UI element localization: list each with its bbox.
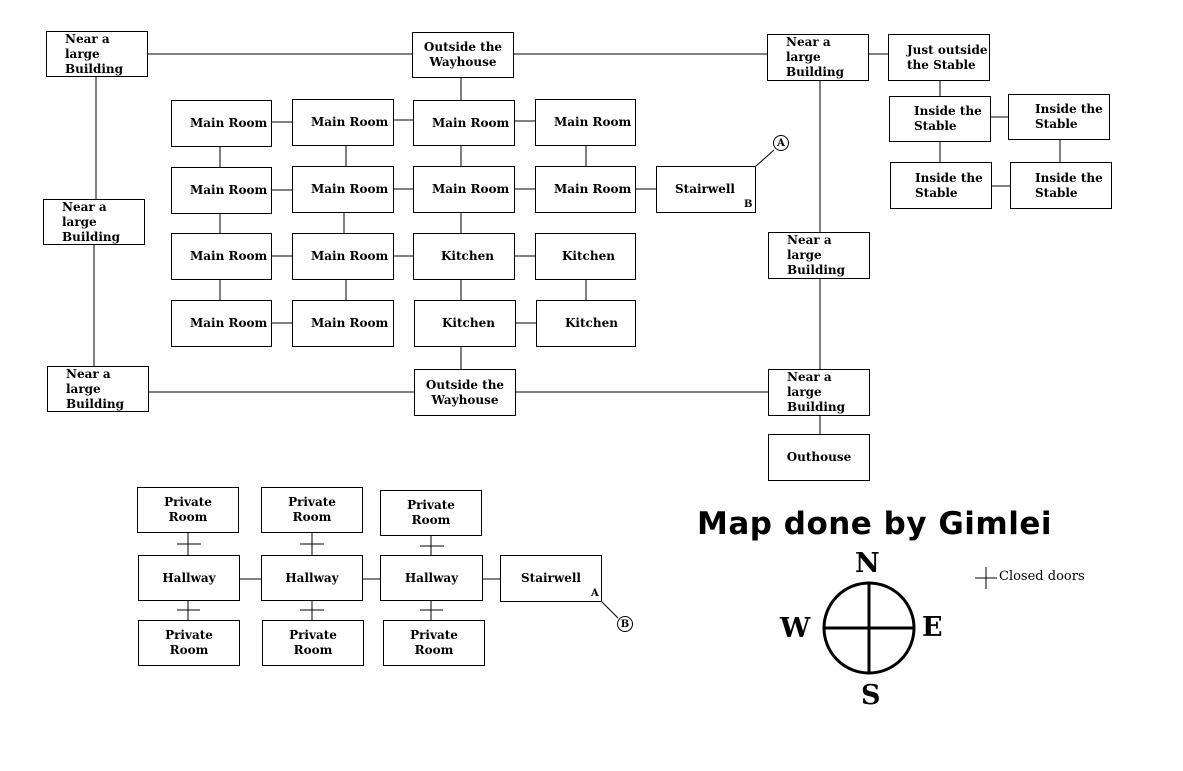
marker-label: B (620, 618, 630, 630)
room-label: Kitchen (441, 249, 494, 263)
room-private-room: Private Room (138, 620, 240, 666)
room-private-room: Private Room (380, 490, 482, 536)
room-label: Stairwell (521, 571, 581, 585)
room-inside-stable: Inside the Stable (1008, 94, 1110, 140)
room-label: Outside the Wayhouse (425, 377, 505, 407)
room-near-large-building-nw: Near a large Building (46, 31, 148, 77)
room-label: Inside the Stable (1035, 170, 1103, 200)
room-main-room: Main Room (535, 99, 636, 146)
room-hallway: Hallway (138, 555, 240, 601)
room-main-room: Main Room (292, 99, 394, 146)
room-inside-stable: Inside the Stable (889, 96, 991, 142)
room-label: Near a large Building (786, 35, 845, 79)
room-private-room: Private Room (262, 620, 364, 666)
room-hallway: Hallway (261, 555, 363, 601)
compass-south: S (861, 680, 881, 711)
room-label: Main Room (554, 115, 632, 129)
room-label: Main Room (190, 116, 268, 130)
room-outside-wayhouse-north: Outside the Wayhouse (412, 32, 514, 78)
room-label: Near a large Building (787, 233, 846, 277)
room-label: Near a large Building (62, 199, 121, 244)
compass-east: E (922, 612, 943, 643)
room-kitchen: Kitchen (414, 300, 516, 347)
stair-link-marker: B (617, 616, 633, 632)
room-near-large-building-w: Near a large Building (43, 199, 145, 245)
room-label: Main Room (432, 182, 510, 196)
stairwell-corner-marker: B (744, 199, 753, 210)
room-label: Hallway (404, 570, 459, 585)
room-kitchen: Kitchen (535, 233, 636, 280)
room-private-room: Private Room (383, 620, 485, 666)
room-label: Just outside the Stable (907, 42, 988, 72)
room-label: Stairwell (675, 182, 735, 196)
room-label: Kitchen (565, 316, 618, 330)
room-label: Kitchen (442, 316, 495, 330)
room-label: Private Room (164, 495, 212, 524)
room-stairwell-upper: Stairwell (500, 555, 602, 602)
room-main-room: Main Room (171, 233, 272, 280)
room-main-room: Main Room (292, 166, 394, 213)
room-private-room: Private Room (137, 487, 239, 533)
room-private-room: Private Room (261, 487, 363, 533)
room-outhouse: Outhouse (768, 434, 870, 481)
room-main-room: Main Room (171, 300, 272, 347)
room-label: Near a large Building (65, 31, 124, 76)
room-label: Private Room (407, 498, 455, 527)
room-label: Inside the Stable (914, 104, 982, 133)
room-label: Outside the Wayhouse (423, 40, 503, 69)
room-label: Main Room (190, 316, 268, 330)
room-just-outside-stable: Just outside the Stable (888, 34, 990, 81)
room-label: Kitchen (562, 249, 615, 263)
room-label: Outhouse (786, 450, 852, 464)
room-stairwell-main: Stairwell (656, 166, 756, 213)
room-label: Private Room (410, 628, 458, 657)
room-label: Near a large Building (66, 366, 125, 411)
room-main-room: Main Room (171, 167, 272, 214)
room-label: Main Room (432, 115, 510, 130)
room-label: Main Room (311, 316, 389, 330)
stairwell-corner-marker: A (591, 588, 599, 599)
legend-closed-doors: Closed doors (999, 569, 1085, 584)
room-outside-wayhouse-south: Outside the Wayhouse (414, 369, 516, 416)
room-label: Main Room (311, 182, 389, 196)
room-label: Hallway (285, 570, 339, 585)
room-near-large-building-sw: Near a large Building (47, 366, 149, 412)
room-inside-stable: Inside the Stable (1010, 162, 1112, 209)
room-label: Main Room (311, 115, 389, 129)
room-label: Inside the Stable (1035, 102, 1103, 131)
room-label: Private Room (289, 628, 337, 657)
room-main-room: Main Room (413, 100, 515, 146)
map-title: Map done by Gimlei (697, 506, 1052, 542)
compass-west: W (780, 613, 811, 644)
room-label: Main Room (554, 182, 632, 196)
room-label: Hallway (162, 570, 216, 585)
room-main-room: Main Room (171, 100, 272, 147)
room-main-room: Main Room (292, 233, 394, 280)
room-hallway: Hallway (380, 555, 483, 601)
room-label: Main Room (190, 183, 268, 197)
room-inside-stable: Inside the Stable (890, 162, 992, 209)
room-kitchen: Kitchen (536, 300, 636, 347)
room-label: Main Room (190, 249, 268, 263)
room-label: Near a large Building (787, 370, 846, 414)
room-label: Private Room (165, 628, 213, 657)
room-label: Inside the Stable (915, 170, 983, 200)
room-main-room: Main Room (292, 300, 394, 347)
room-near-large-building-ne: Near a large Building (767, 34, 869, 81)
room-label: Private Room (288, 495, 336, 524)
room-near-large-building-e: Near a large Building (768, 232, 870, 279)
room-main-room: Main Room (535, 166, 636, 213)
room-near-large-building-se: Near a large Building (768, 369, 870, 416)
compass-north: N (855, 548, 880, 579)
room-kitchen: Kitchen (413, 233, 515, 280)
room-main-room: Main Room (413, 166, 515, 213)
marker-label: A (777, 137, 785, 149)
room-label: Main Room (311, 249, 389, 263)
stair-link-marker: A (773, 135, 789, 151)
